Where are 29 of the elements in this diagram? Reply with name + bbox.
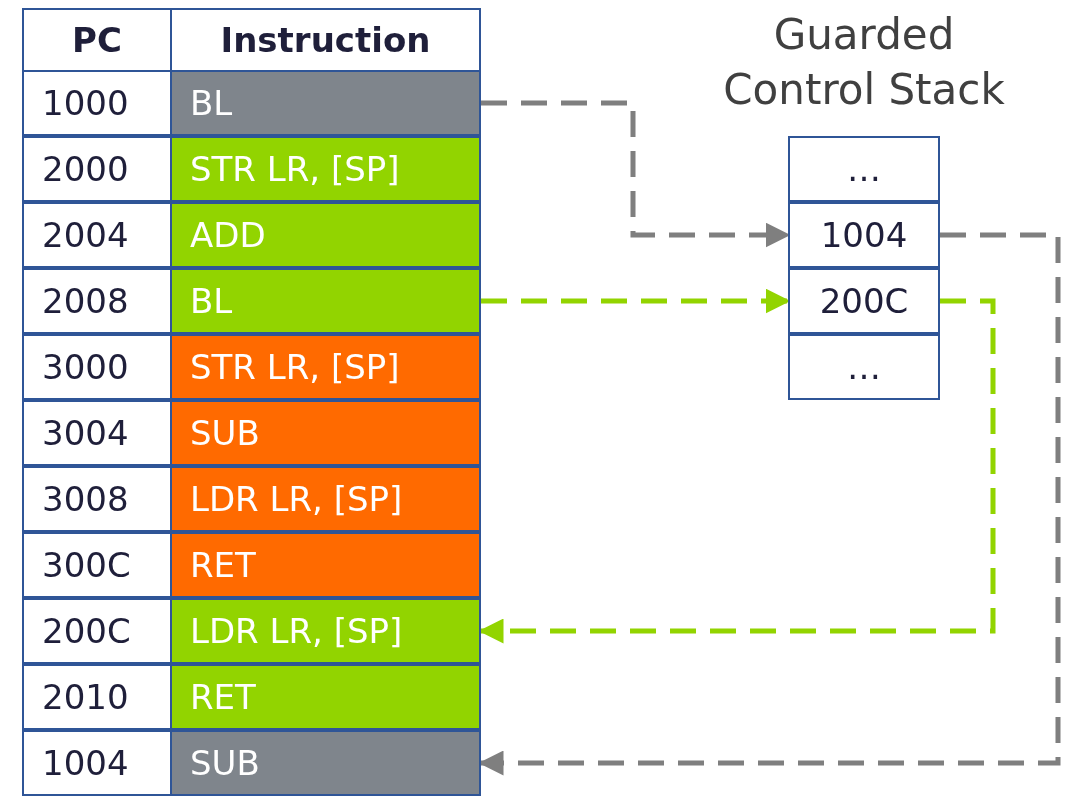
instruction-cell: LDR LR, [SP] xyxy=(170,466,481,532)
stack-entry: … xyxy=(788,334,940,400)
stack-title: Guarded Control Stack xyxy=(722,9,1006,116)
stack-entry: 1004 xyxy=(788,202,940,268)
instruction-cell: LDR LR, [SP] xyxy=(170,598,481,664)
instruction-cell: SUB xyxy=(170,730,481,796)
instruction-cell: BL xyxy=(170,268,481,334)
pc-address: 2000 xyxy=(22,136,172,202)
instruction-cell: RET xyxy=(170,532,481,598)
pc-address: 2010 xyxy=(22,664,172,730)
instruction-cell: RET xyxy=(170,664,481,730)
instruction-cell: ADD xyxy=(170,202,481,268)
pc-address: 3000 xyxy=(22,334,172,400)
instruction-cell: SUB xyxy=(170,400,481,466)
instruction-cell: BL xyxy=(170,70,481,136)
stack-entry: … xyxy=(788,136,940,202)
pc-address: 2008 xyxy=(22,268,172,334)
pc-address: 300C xyxy=(22,532,172,598)
column-header: Instruction xyxy=(170,8,481,72)
instruction-cell: STR LR, [SP] xyxy=(170,334,481,400)
pc-address: 3004 xyxy=(22,400,172,466)
pc-address: 1004 xyxy=(22,730,172,796)
pc-address: 1000 xyxy=(22,70,172,136)
pc-address: 2004 xyxy=(22,202,172,268)
instruction-cell: STR LR, [SP] xyxy=(170,136,481,202)
column-header: PC xyxy=(22,8,172,72)
stack-entry: 200C xyxy=(788,268,940,334)
pc-address: 3008 xyxy=(22,466,172,532)
pc-address: 200C xyxy=(22,598,172,664)
